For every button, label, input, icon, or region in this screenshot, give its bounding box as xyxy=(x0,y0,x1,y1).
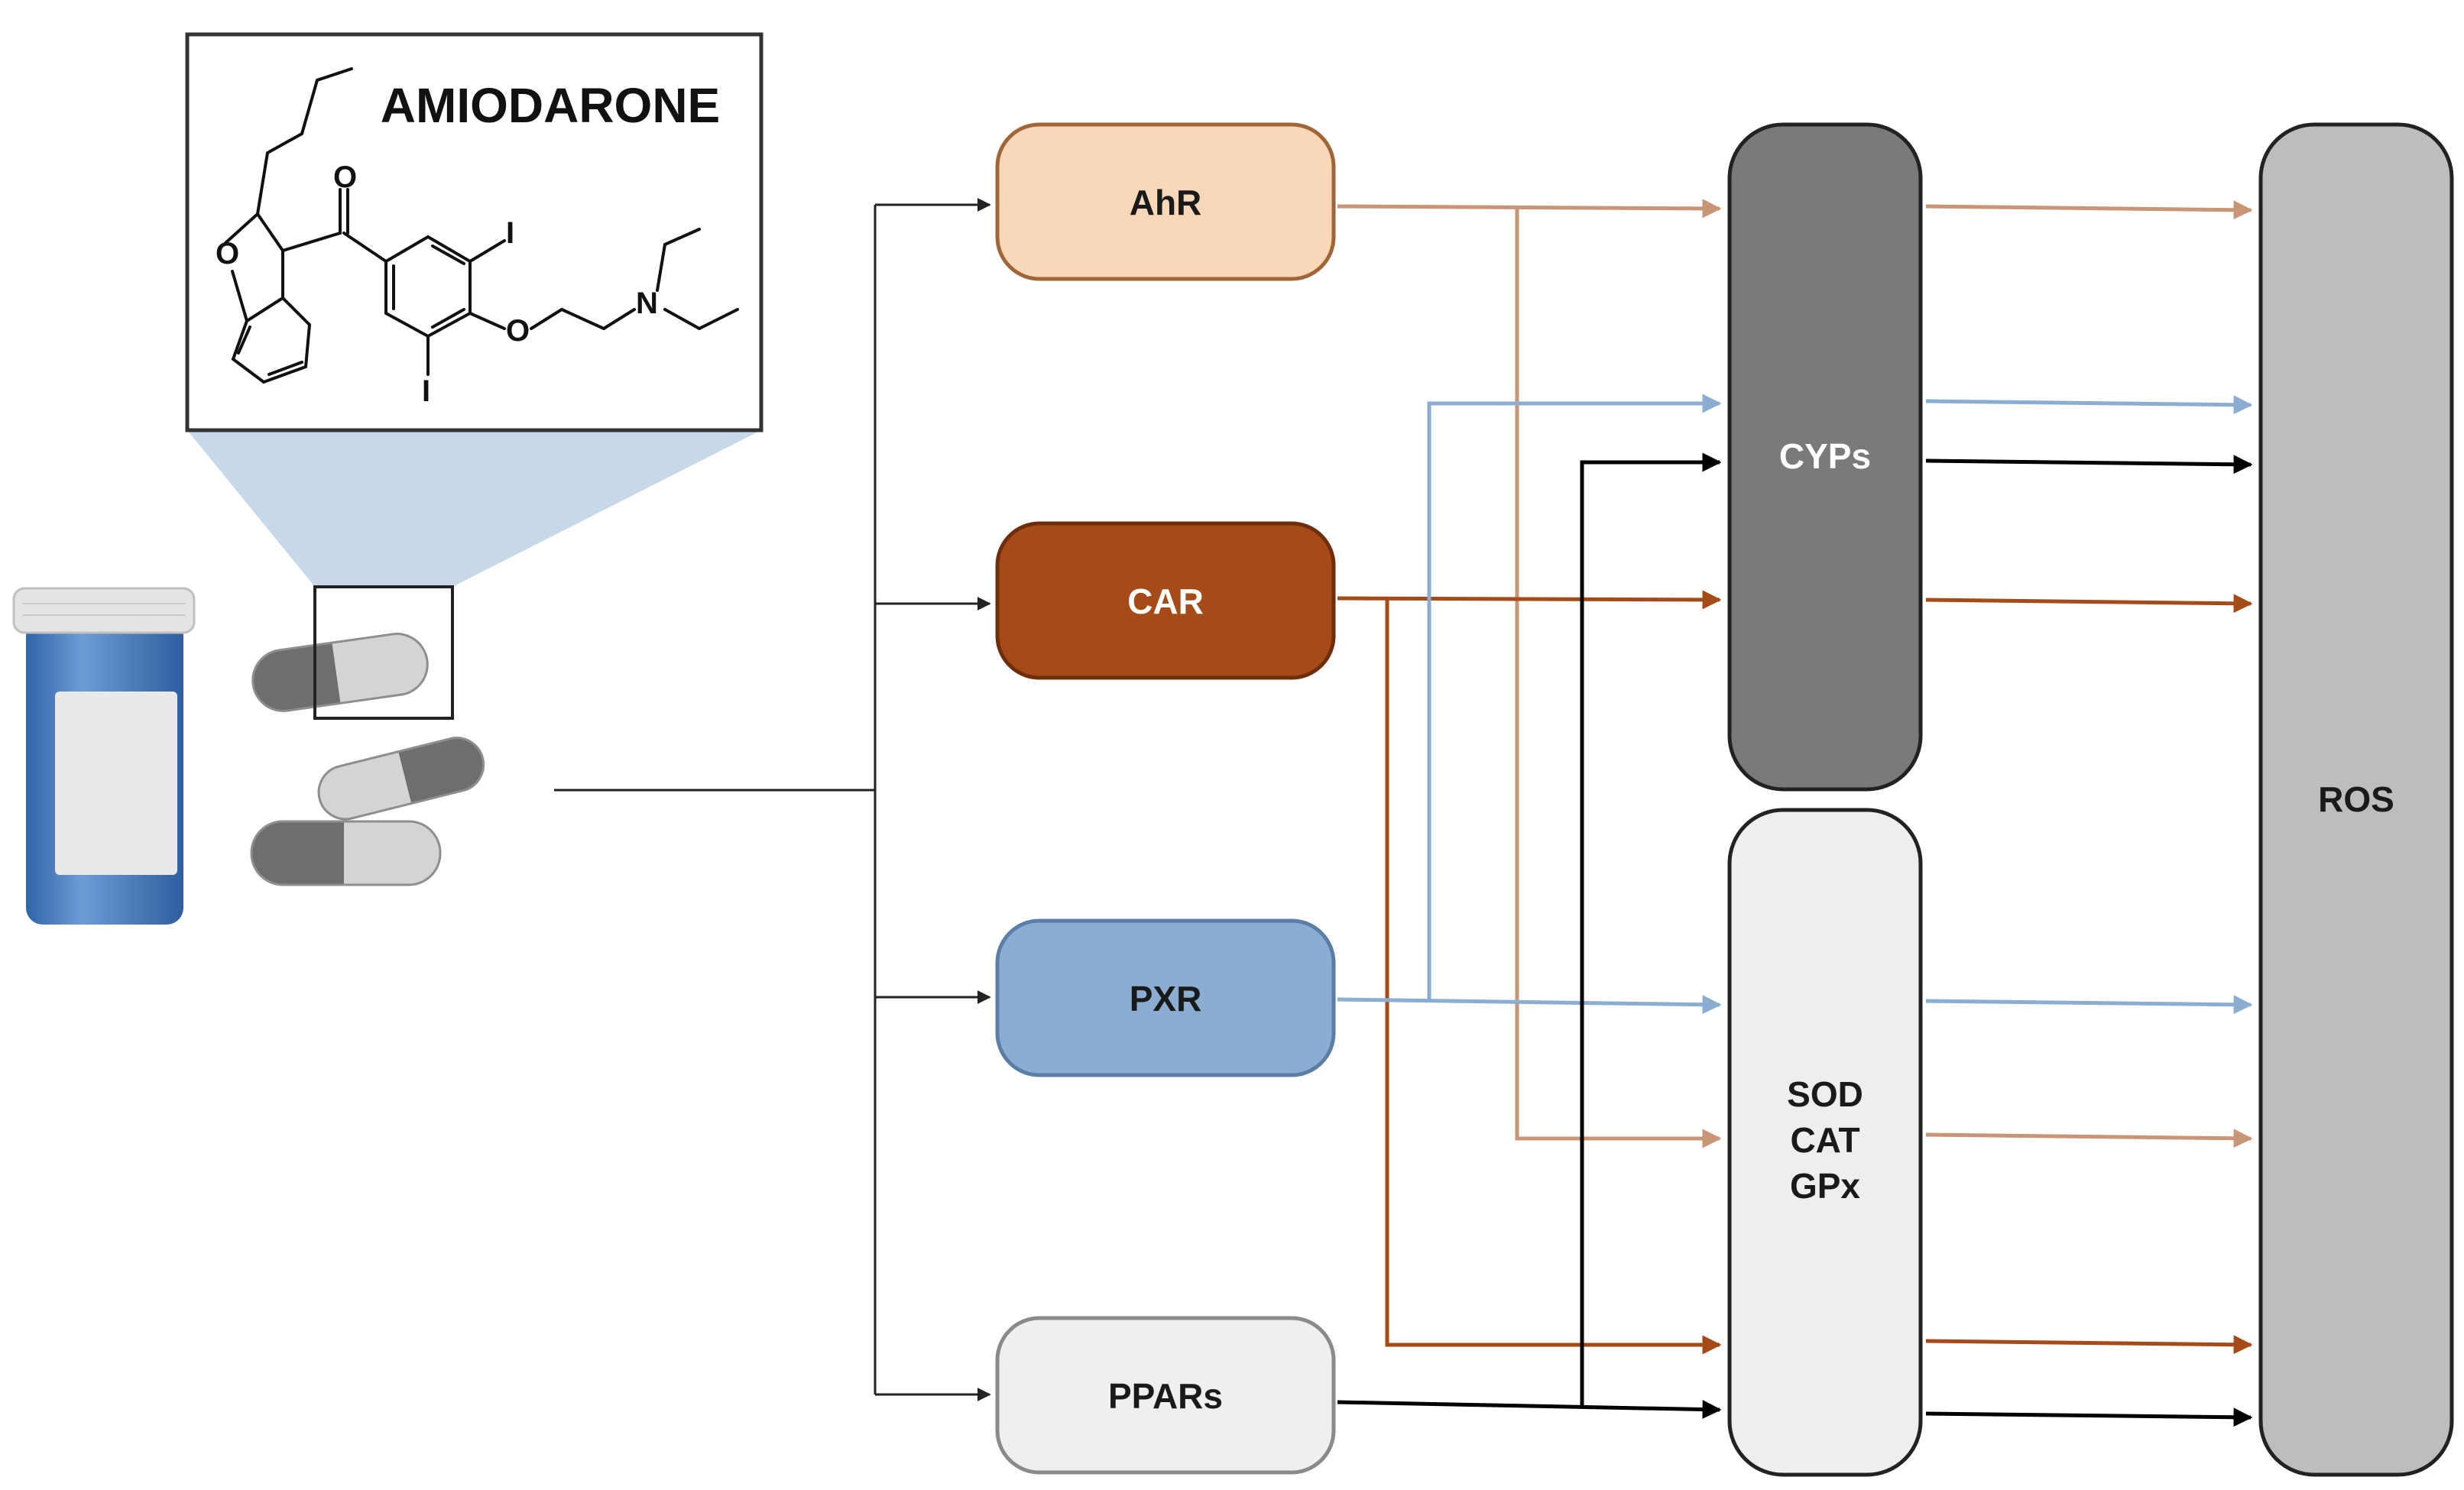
capsules-icon xyxy=(250,633,485,886)
receptor-ppars-box xyxy=(995,1316,1336,1475)
cat-label: CAT xyxy=(1790,1120,1859,1160)
cyps-box xyxy=(1727,122,1923,792)
receptor-ahr-label: AhR xyxy=(1130,183,1202,222)
car-pathway-arrows xyxy=(1337,590,2253,1355)
receptor-car-box xyxy=(995,521,1336,680)
atom-label: I xyxy=(422,374,430,408)
ppars-pathway-arrows xyxy=(1337,452,2253,1427)
sod-label: SOD xyxy=(1787,1074,1863,1114)
atom-label: I xyxy=(506,216,514,250)
atom-label: O xyxy=(216,237,239,270)
receptor-pxr-box xyxy=(995,918,1336,1077)
atom-label: N xyxy=(636,287,658,320)
cyps-block: CYPs xyxy=(1727,122,1923,792)
drug-distribution-connector xyxy=(554,198,991,1401)
drug-name: AMIODARONE xyxy=(381,78,720,133)
receptor-car: CAR xyxy=(995,521,1336,680)
pill-bottle-icon xyxy=(12,587,196,925)
ros-box xyxy=(2258,122,2454,1477)
antioxidant-box xyxy=(1727,808,1923,1477)
receptor-car-label: CAR xyxy=(1127,581,1204,621)
ahr-pathway-arrows xyxy=(1337,199,2253,1148)
antioxidant-enzymes-block: SOD CAT GPx xyxy=(1727,808,1923,1477)
receptor-ahr-box xyxy=(995,122,1336,281)
receptor-ppars: PPARs xyxy=(995,1316,1336,1475)
amiodarone-structure xyxy=(224,67,739,384)
receptor-pxr: PXR xyxy=(995,918,1336,1077)
gpx-label: GPx xyxy=(1790,1166,1860,1206)
atom-label: O xyxy=(506,314,530,348)
receptor-pxr-label: PXR xyxy=(1130,979,1202,1019)
pxr-pathway-arrows xyxy=(1337,394,2253,1015)
zoom-selection-box xyxy=(313,585,454,720)
receptor-ahr: AhR xyxy=(995,122,1336,281)
structure-panel xyxy=(185,32,764,432)
receptor-ppars-label: PPARs xyxy=(1108,1376,1223,1416)
ros-block: ROS xyxy=(2258,122,2454,1477)
cyps-label: CYPs xyxy=(1779,436,1871,476)
zoom-cone xyxy=(187,430,761,587)
ros-label: ROS xyxy=(2318,779,2394,819)
structure-atom-labels: O O I I O N xyxy=(216,160,658,408)
atom-label: O xyxy=(333,160,357,194)
